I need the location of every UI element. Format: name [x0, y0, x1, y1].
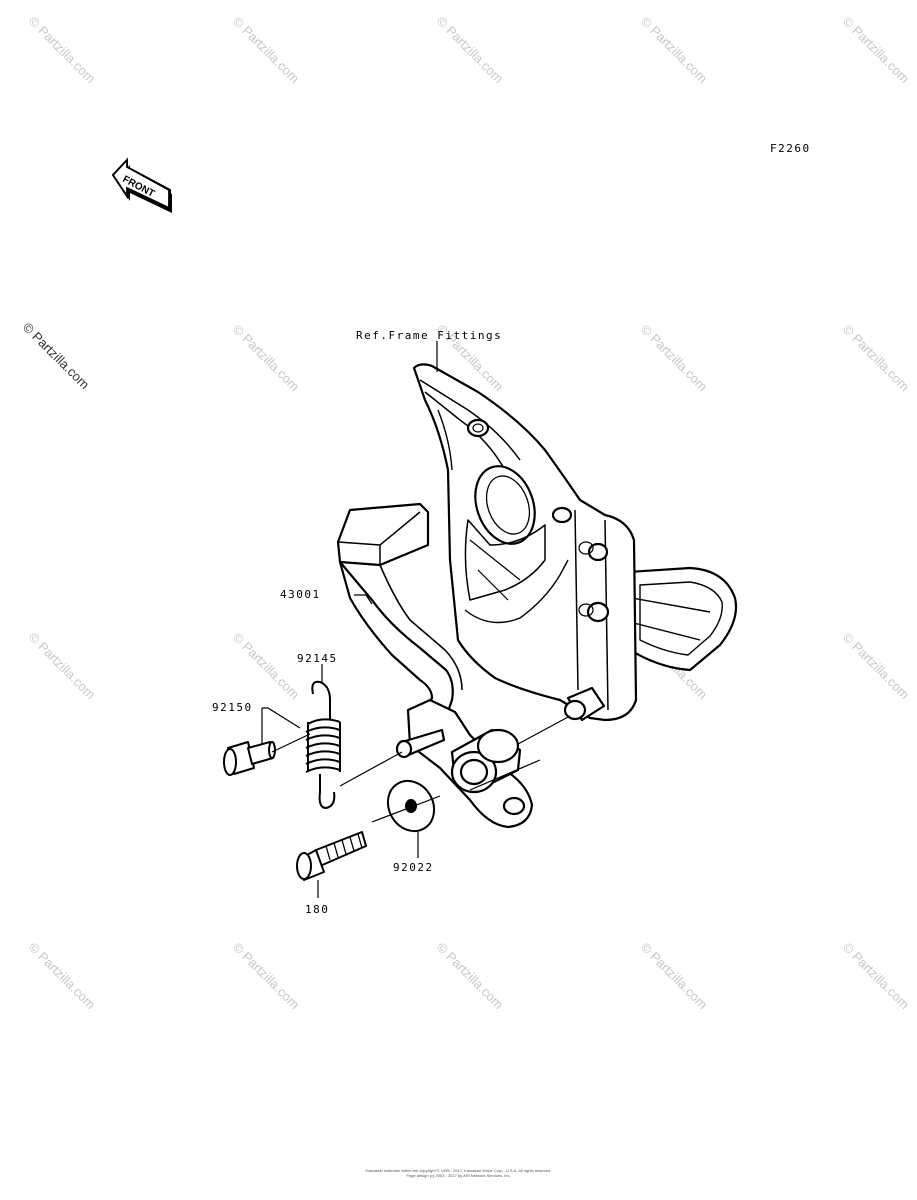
bolt — [296, 831, 367, 881]
label-92022: 92022 — [393, 861, 434, 874]
label-92145: 92145 — [297, 652, 338, 665]
pivot-pin — [223, 741, 276, 776]
label-ref-frame-fittings: Ref.Frame Fittings — [356, 329, 502, 342]
watermark: © Partzilla.com — [230, 14, 303, 87]
watermark: © Partzilla.com — [638, 940, 711, 1013]
watermark: © Partzilla.com — [26, 630, 99, 703]
watermark: © Partzilla.com — [230, 630, 303, 703]
watermark: © Partzilla.com — [434, 940, 507, 1013]
label-43001: 43001 — [280, 588, 321, 601]
front-arrow-icon: FRONT — [111, 157, 172, 213]
watermark: © Partzilla.com — [434, 14, 507, 87]
watermark: © Partzilla.com — [840, 322, 913, 395]
watermark: © Partzilla.com — [230, 322, 303, 395]
footer-line-1: Kawasaki materials within are copyright … — [365, 1168, 552, 1173]
washer — [386, 779, 436, 833]
watermark: © Partzilla.com — [638, 322, 711, 395]
return-spring — [305, 680, 341, 810]
footer-line-2: Page design (c) 2003 - 2017 by ARI Netwo… — [406, 1173, 511, 1178]
watermark: © Partzilla.com — [638, 14, 711, 87]
watermark: © Partzilla.com — [26, 940, 99, 1013]
watermark: © Partzilla.com — [26, 14, 99, 87]
watermark: © Partzilla.com — [840, 940, 913, 1013]
watermark: © Partzilla.com — [840, 14, 913, 87]
watermark: © Partzilla.com — [230, 940, 303, 1013]
watermark: © Partzilla.com — [840, 630, 913, 703]
watermark-dark: © Partzilla.com — [20, 320, 93, 393]
label-180: 180 — [305, 903, 329, 916]
frame-bracket — [412, 363, 738, 722]
brake-pedal — [336, 502, 534, 829]
label-92150: 92150 — [212, 701, 253, 714]
leader-lines — [261, 341, 571, 898]
diagram-code: F2260 — [770, 142, 811, 155]
copyright-footer: Kawasaki materials within are copyright … — [0, 1168, 917, 1178]
